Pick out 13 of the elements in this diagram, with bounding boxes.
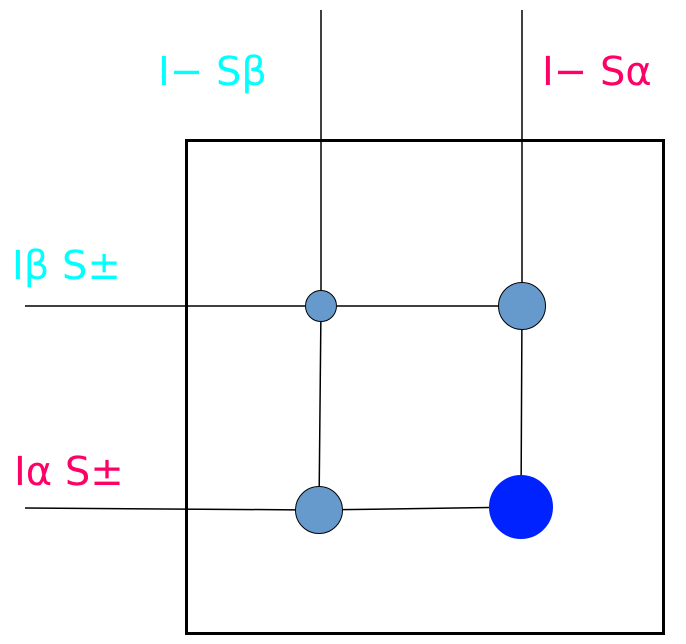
spin-state-label: Iβ S± bbox=[12, 246, 121, 286]
correlation-line bbox=[342, 506, 490, 510]
correlation-line bbox=[25, 305, 305, 307]
correlation-line bbox=[521, 10, 523, 282]
correlation-line bbox=[320, 10, 322, 290]
correlation-line bbox=[520, 330, 523, 475]
correlation-line bbox=[337, 305, 498, 307]
plot-frame bbox=[185, 139, 665, 635]
spin-state-label: I− Sβ bbox=[158, 52, 267, 92]
correlation-line bbox=[318, 322, 322, 486]
correlation-line bbox=[25, 507, 295, 511]
spin-state-label: I− Sα bbox=[542, 52, 652, 92]
spin-state-label: Iα S± bbox=[14, 452, 124, 492]
